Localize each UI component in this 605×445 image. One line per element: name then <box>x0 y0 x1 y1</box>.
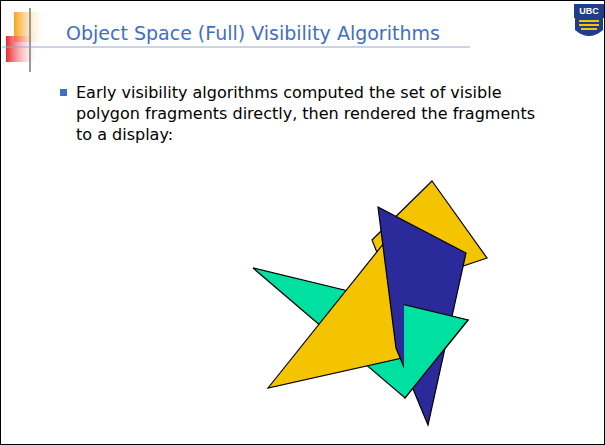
bullet-text: Early visibility algorithms computed the… <box>76 82 546 145</box>
deco-square <box>6 36 40 62</box>
logo-bar <box>574 4 604 18</box>
deco-line <box>29 8 31 72</box>
bullet-mark <box>60 89 67 96</box>
deco-line <box>2 47 470 48</box>
logo-crest-lines <box>579 21 599 29</box>
logo-text: UBC <box>575 6 603 16</box>
teal-polygon <box>404 300 468 398</box>
slide-title: Object Space (Full) Visibility Algorithm… <box>66 22 440 44</box>
logo-crest <box>575 18 603 36</box>
yellow-polygon <box>268 238 402 388</box>
